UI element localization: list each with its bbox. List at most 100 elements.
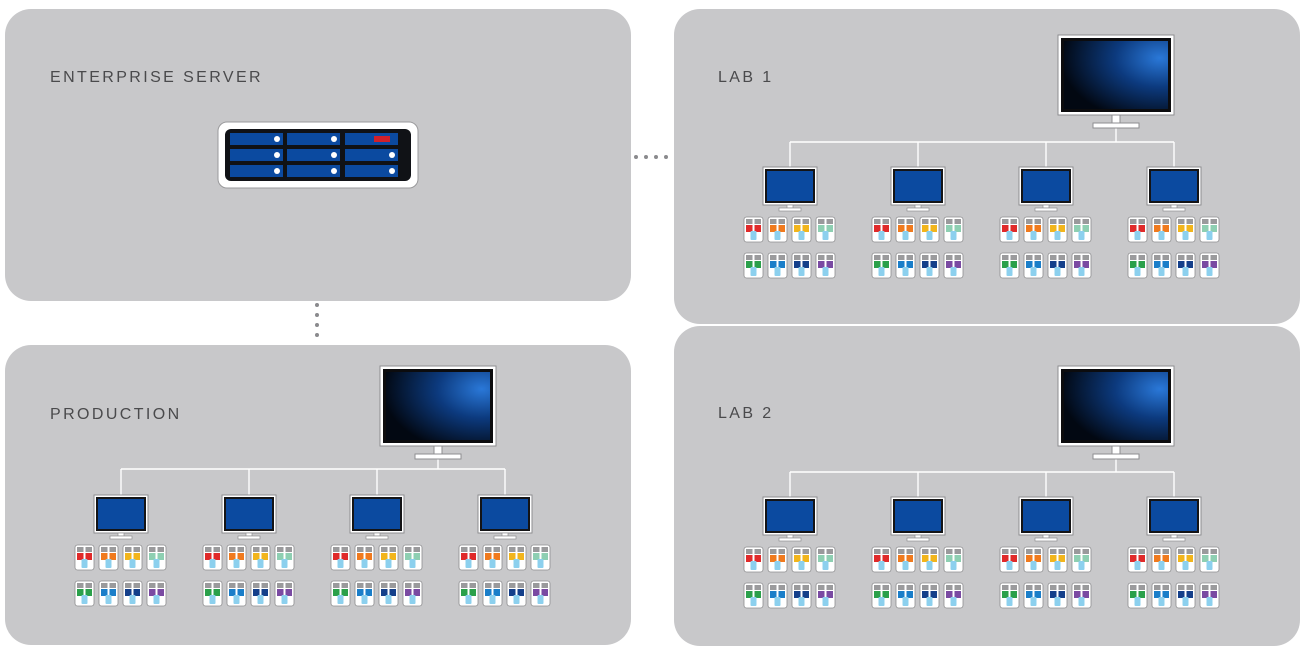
device-module-icon xyxy=(743,546,764,573)
device-module-icon xyxy=(815,546,836,573)
device-module-icon xyxy=(743,216,764,243)
device-module-icon xyxy=(767,546,788,573)
rack-bay xyxy=(230,165,283,177)
device-module-icon xyxy=(98,544,119,571)
device-module-icon xyxy=(871,252,892,279)
device-module-icon xyxy=(122,544,143,571)
master-monitor-icon xyxy=(379,365,497,460)
device-module-icon xyxy=(250,580,271,607)
device-module-icon xyxy=(506,544,527,571)
device-module-icon xyxy=(871,546,892,573)
device-module-icon xyxy=(1151,582,1172,609)
device-module-icon xyxy=(506,580,527,607)
workstation-monitor-icon xyxy=(890,496,946,542)
device-module-icon xyxy=(402,544,423,571)
device-module-icon xyxy=(274,544,295,571)
device-module-icon xyxy=(791,546,812,573)
device-module-icon xyxy=(1199,216,1220,243)
device-module-icon xyxy=(919,582,940,609)
workstation-monitor-icon xyxy=(221,494,277,540)
lab1-title: LAB 1 xyxy=(718,69,774,86)
lab1-zone: LAB 1 xyxy=(674,9,1300,324)
device-module-icon xyxy=(999,546,1020,573)
device-module-icon xyxy=(530,544,551,571)
production-network-diagram xyxy=(74,365,551,607)
device-module-icon xyxy=(815,252,836,279)
device-module-icon xyxy=(226,580,247,607)
rack-bay xyxy=(345,165,398,177)
device-module-icon xyxy=(1175,216,1196,243)
rack-bay xyxy=(345,149,398,161)
device-module-icon xyxy=(378,544,399,571)
status-led xyxy=(331,136,337,142)
device-module-icon xyxy=(1199,582,1220,609)
device-module-icon xyxy=(330,544,351,571)
device-module-icon xyxy=(791,582,812,609)
enterprise-server-zone: ENTERPRISE SERVER xyxy=(5,9,631,301)
lab1-network-diagram xyxy=(743,34,1220,279)
device-module-icon xyxy=(919,546,940,573)
status-led xyxy=(274,152,280,158)
master-monitor-icon xyxy=(1057,365,1175,460)
lab2-network-diagram xyxy=(743,365,1220,609)
status-led xyxy=(274,168,280,174)
device-module-icon xyxy=(1175,582,1196,609)
rack-bay xyxy=(287,133,340,145)
device-module-icon xyxy=(1175,252,1196,279)
connector-lines xyxy=(120,459,506,495)
device-module-icon xyxy=(871,582,892,609)
device-module-icon xyxy=(74,544,95,571)
device-module-icon xyxy=(530,580,551,607)
device-module-icon xyxy=(458,580,479,607)
device-module-icon xyxy=(1071,546,1092,573)
enterprise-server-title: ENTERPRISE SERVER xyxy=(50,69,263,86)
workstation-monitor-icon xyxy=(1146,496,1202,542)
rack-bay xyxy=(287,149,340,161)
device-module-icon xyxy=(1071,216,1092,243)
device-module-icon xyxy=(815,216,836,243)
production-zone: PRODUCTION xyxy=(5,345,631,645)
device-module-icon xyxy=(1127,216,1148,243)
rack-bay xyxy=(345,133,398,145)
device-module-icon xyxy=(1071,252,1092,279)
device-module-icon xyxy=(1127,582,1148,609)
device-module-icon xyxy=(1199,252,1220,279)
device-module-icon xyxy=(1047,216,1068,243)
device-module-icon xyxy=(1199,546,1220,573)
rack-bay xyxy=(230,133,283,145)
server-rack-icon xyxy=(217,121,419,189)
device-module-icon xyxy=(791,216,812,243)
master-monitor-icon xyxy=(1057,34,1175,129)
device-module-icon xyxy=(146,544,167,571)
production-title: PRODUCTION xyxy=(50,406,182,423)
device-module-icon xyxy=(98,580,119,607)
device-module-icon xyxy=(943,546,964,573)
device-module-icon xyxy=(767,252,788,279)
device-module-icon xyxy=(943,216,964,243)
device-module-icon xyxy=(1023,252,1044,279)
device-module-icon xyxy=(226,544,247,571)
workstation-monitor-icon xyxy=(349,494,405,540)
device-module-icon xyxy=(202,580,223,607)
device-module-icon xyxy=(482,544,503,571)
rack-bay xyxy=(230,149,283,161)
device-module-icon xyxy=(202,544,223,571)
device-module-icon xyxy=(1023,546,1044,573)
device-module-icon xyxy=(919,216,940,243)
status-led xyxy=(389,152,395,158)
device-module-icon xyxy=(402,580,423,607)
device-module-icon xyxy=(943,582,964,609)
device-module-icon xyxy=(1151,252,1172,279)
device-module-icon xyxy=(1023,582,1044,609)
device-module-icon xyxy=(1023,216,1044,243)
device-module-icon xyxy=(1151,216,1172,243)
device-module-icon xyxy=(871,216,892,243)
workstation-monitor-icon xyxy=(762,166,818,212)
lab2-title: LAB 2 xyxy=(718,405,774,422)
workstation-monitor-icon xyxy=(1146,166,1202,212)
device-module-icon xyxy=(354,580,375,607)
device-module-icon xyxy=(999,216,1020,243)
device-module-icon xyxy=(250,544,271,571)
device-module-icon xyxy=(999,582,1020,609)
device-module-icon xyxy=(458,544,479,571)
